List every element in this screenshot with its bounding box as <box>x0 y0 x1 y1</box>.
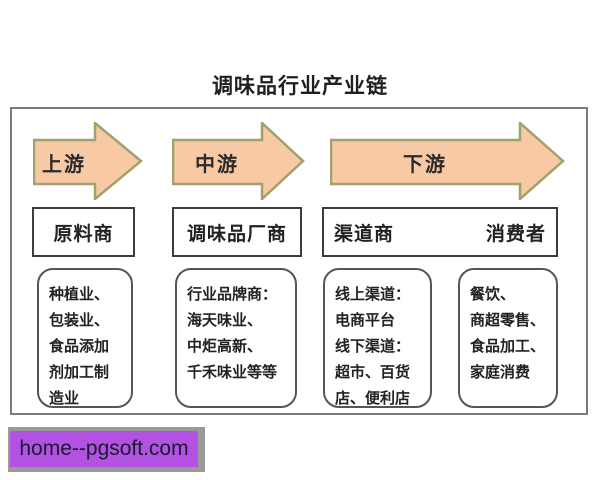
arrow-midstream-label: 中游 <box>195 153 239 176</box>
arrow-midstream: 中游 <box>172 122 305 200</box>
stage-box-channels-and-consumers: 渠道商 消费者 <box>322 207 558 257</box>
right-arrow-icon <box>172 122 305 200</box>
stage-box-raw-material-suppliers: 原料商 <box>32 207 135 257</box>
detail-box-brand-manufacturers: 行业品牌商： 海天味业、 中炬高新、 千禾味业等等 <box>175 268 297 408</box>
right-arrow-icon <box>33 122 143 200</box>
stage-box-label: 原料商 <box>53 223 114 245</box>
right-arrow-icon <box>330 122 565 200</box>
arrow-downstream: 下游 <box>330 122 565 200</box>
detail-box-consumption: 餐饮、 商超零售、 食品加工、 家庭消费 <box>458 268 558 408</box>
diagram-title: 调味品行业产业链 <box>212 75 388 98</box>
stage-box-label: 调味品厂商 <box>186 223 287 245</box>
stage-box-label-consumers: 消费者 <box>485 223 546 245</box>
stage-box-label-channels: 渠道商 <box>334 223 395 245</box>
arrow-upstream-label: 上游 <box>42 153 86 176</box>
arrow-upstream: 上游 <box>33 122 143 200</box>
arrow-downstream-label: 下游 <box>403 153 447 176</box>
watermark-badge: home--pgsoft.com <box>8 427 205 472</box>
stage-box-seasoning-manufacturers: 调味品厂商 <box>172 207 302 257</box>
detail-box-upstream-industries: 种植业、 包装业、 食品添加 剂加工制 造业 <box>37 268 133 408</box>
watermark-url: home--pgsoft.com <box>10 431 198 467</box>
detail-box-channels: 线上渠道： 电商平台 线下渠道： 超市、百货 店、便利店 <box>323 268 432 408</box>
